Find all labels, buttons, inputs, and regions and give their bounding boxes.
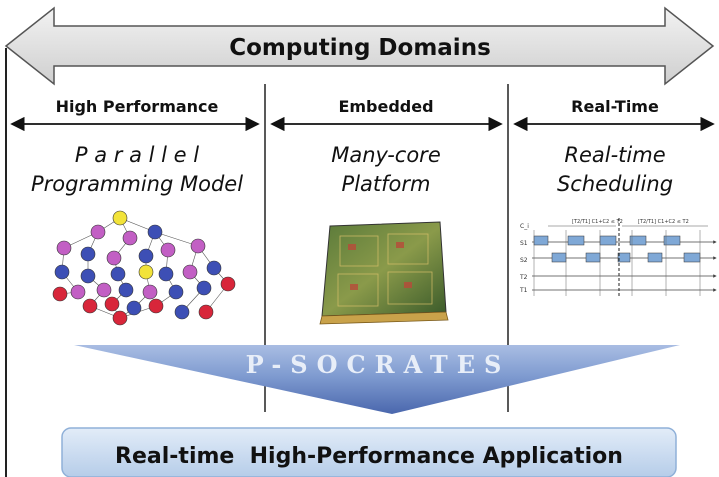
- task-graph-node: [182, 264, 198, 280]
- schedule-row-label: S1: [520, 240, 528, 247]
- application-box: Real-time High-Performance Application: [61, 427, 677, 477]
- task-graph-node: [118, 282, 134, 298]
- task-graph-node: [80, 246, 96, 262]
- caption-programming-model: Programming Model: [31, 172, 243, 196]
- many-core-chip-illustration: [319, 221, 449, 325]
- task-graph-node: [106, 250, 122, 266]
- task-graph-node: [122, 230, 138, 246]
- task-graph-node: [168, 284, 184, 300]
- task-graph-node: [138, 264, 154, 280]
- task-graph-node: [147, 224, 163, 240]
- task-graph-node: [104, 296, 120, 312]
- caption-real-time: Real-time: [564, 143, 665, 167]
- chip-core-block: [387, 271, 433, 305]
- chip-cache: [396, 242, 404, 248]
- task-graph-node: [196, 280, 212, 296]
- task-graph-node: [110, 266, 126, 282]
- task-graph-node: [82, 298, 98, 314]
- task-graph-node: [52, 286, 68, 302]
- task-graph-node: [112, 210, 128, 226]
- chip-core-block: [337, 273, 379, 307]
- schedule-row-label: S2: [520, 257, 528, 264]
- schedule-bar-s1: [599, 235, 617, 246]
- task-graph-node: [160, 242, 176, 258]
- task-graph-node: [158, 266, 174, 282]
- task-graph-node: [126, 300, 142, 316]
- task-graph-node: [190, 238, 206, 254]
- schedule-row-label: T1: [519, 287, 528, 294]
- scheduling-timeline: C_i S1 S2 T2 T1 [T2/T1] C1+C2 ≤ T2 [T2/T…: [519, 218, 717, 298]
- caption-scheduling: Scheduling: [557, 172, 673, 196]
- task-graph-node: [54, 264, 70, 280]
- task-graph-node: [142, 284, 158, 300]
- schedule-bar-s2: [585, 252, 601, 263]
- banner-title: Computing Domains: [229, 35, 491, 61]
- caption-many-core: Many-core: [331, 143, 441, 167]
- schedule-row-label: C_i: [520, 223, 529, 230]
- banner-shape: [4, 6, 715, 86]
- chip-core-block: [339, 235, 379, 267]
- funnel-label: P-SOCRATES: [246, 350, 511, 379]
- schedule-bar-s2: [683, 252, 701, 263]
- schedule-bar-s2: [617, 252, 631, 263]
- task-graph-node: [70, 284, 86, 300]
- schedule-bar-s1: [567, 235, 585, 246]
- chip-cache: [350, 284, 358, 290]
- task-graph-node: [220, 276, 236, 292]
- task-graph-node: [80, 268, 96, 284]
- task-graph-node: [112, 310, 128, 326]
- schedule-formula-left: [T2/T1] C1+C2 ≤ T2: [572, 219, 623, 225]
- schedule-row-label: T2: [519, 274, 528, 281]
- task-graph-node: [96, 282, 112, 298]
- task-graph-node: [148, 298, 164, 314]
- chip-substrate: [319, 311, 449, 325]
- chip-core-block: [387, 233, 429, 265]
- schedule-bar-s2: [647, 252, 663, 263]
- funnel-shape: [74, 345, 680, 414]
- schedule-formula-right: [T2/T1] C1+C2 ≤ T2: [638, 219, 689, 225]
- caption-parallel: P a r a l l e l: [75, 143, 199, 167]
- schedule-bar-s1: [533, 235, 549, 246]
- application-box-shape: [61, 427, 677, 477]
- column-header-embedded: Embedded: [338, 97, 433, 116]
- application-label: Real-time High-Performance Application: [115, 444, 623, 469]
- banner-arrow: Computing Domains: [4, 6, 715, 86]
- task-graph-node: [56, 240, 72, 256]
- task-graph-node: [90, 224, 106, 240]
- column-header-real-time: Real-Time: [571, 97, 659, 116]
- schedule-bar-s1: [629, 235, 647, 246]
- caption-platform: Platform: [342, 172, 431, 196]
- chip-cache: [348, 244, 356, 250]
- schedule-bar-s1: [663, 235, 681, 246]
- column-header-high-performance: High Performance: [56, 97, 219, 116]
- schedule-bar-s2: [551, 252, 567, 263]
- task-graph-illustration: [52, 210, 236, 326]
- task-graph-node: [206, 260, 222, 276]
- chip-cache: [404, 282, 412, 288]
- task-graph-node: [174, 304, 190, 320]
- task-graph-node: [198, 304, 214, 320]
- task-graph-node: [138, 248, 154, 264]
- task-graph-edge: [154, 231, 199, 247]
- p-socrates-funnel: P-SOCRATES: [74, 345, 680, 414]
